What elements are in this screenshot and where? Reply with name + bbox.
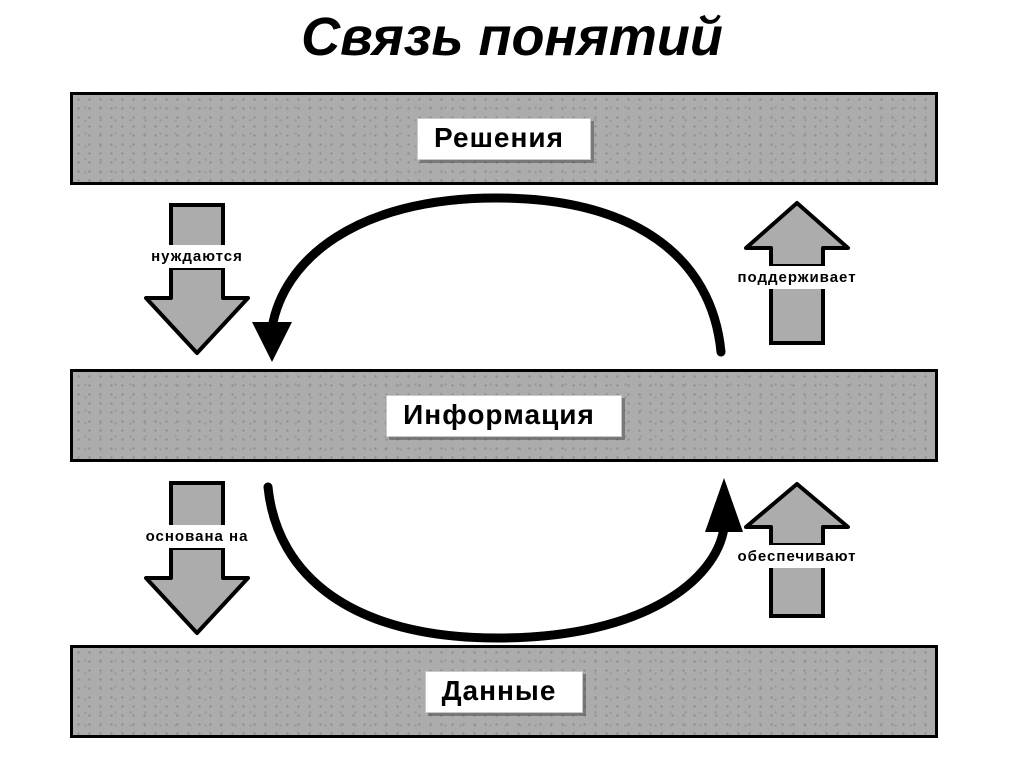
down-arrow-shaft-icon bbox=[169, 203, 225, 245]
down-arrow-head-icon bbox=[144, 548, 250, 635]
box-data-label: Данные bbox=[424, 670, 584, 713]
box-information-label: Информация bbox=[386, 394, 622, 437]
page-title: Связь понятий bbox=[301, 7, 723, 67]
down-block-arrow-based-on: основана на bbox=[141, 481, 253, 636]
curved-arrow-decisions-to-information bbox=[252, 193, 726, 362]
box-decisions-label: Решения bbox=[417, 117, 591, 160]
box-information: Информация bbox=[70, 369, 938, 462]
up-block-arrow-supports: поддерживает bbox=[733, 200, 861, 345]
up-arrow-shaft-icon bbox=[769, 289, 825, 345]
arrow-based-on-label: основана на bbox=[141, 528, 253, 545]
arrow-provide-label: обеспечивают bbox=[733, 548, 861, 565]
curved-arrow-data-to-information bbox=[263, 478, 743, 643]
box-data: Данные bbox=[70, 645, 938, 738]
down-block-arrow-needs: нуждаются bbox=[142, 203, 252, 356]
arrow-needs-label: нуждаются bbox=[147, 248, 247, 265]
up-block-arrow-provide: обеспечивают bbox=[733, 481, 861, 618]
down-arrow-shaft-icon bbox=[169, 481, 225, 525]
arrow-supports-label: поддерживает bbox=[733, 269, 861, 286]
box-decisions: Решения bbox=[70, 92, 938, 185]
up-arrow-head-icon bbox=[744, 201, 850, 266]
down-arrow-head-icon bbox=[144, 268, 250, 355]
up-arrow-shaft-icon bbox=[769, 568, 825, 618]
up-arrow-head-icon bbox=[744, 482, 850, 545]
